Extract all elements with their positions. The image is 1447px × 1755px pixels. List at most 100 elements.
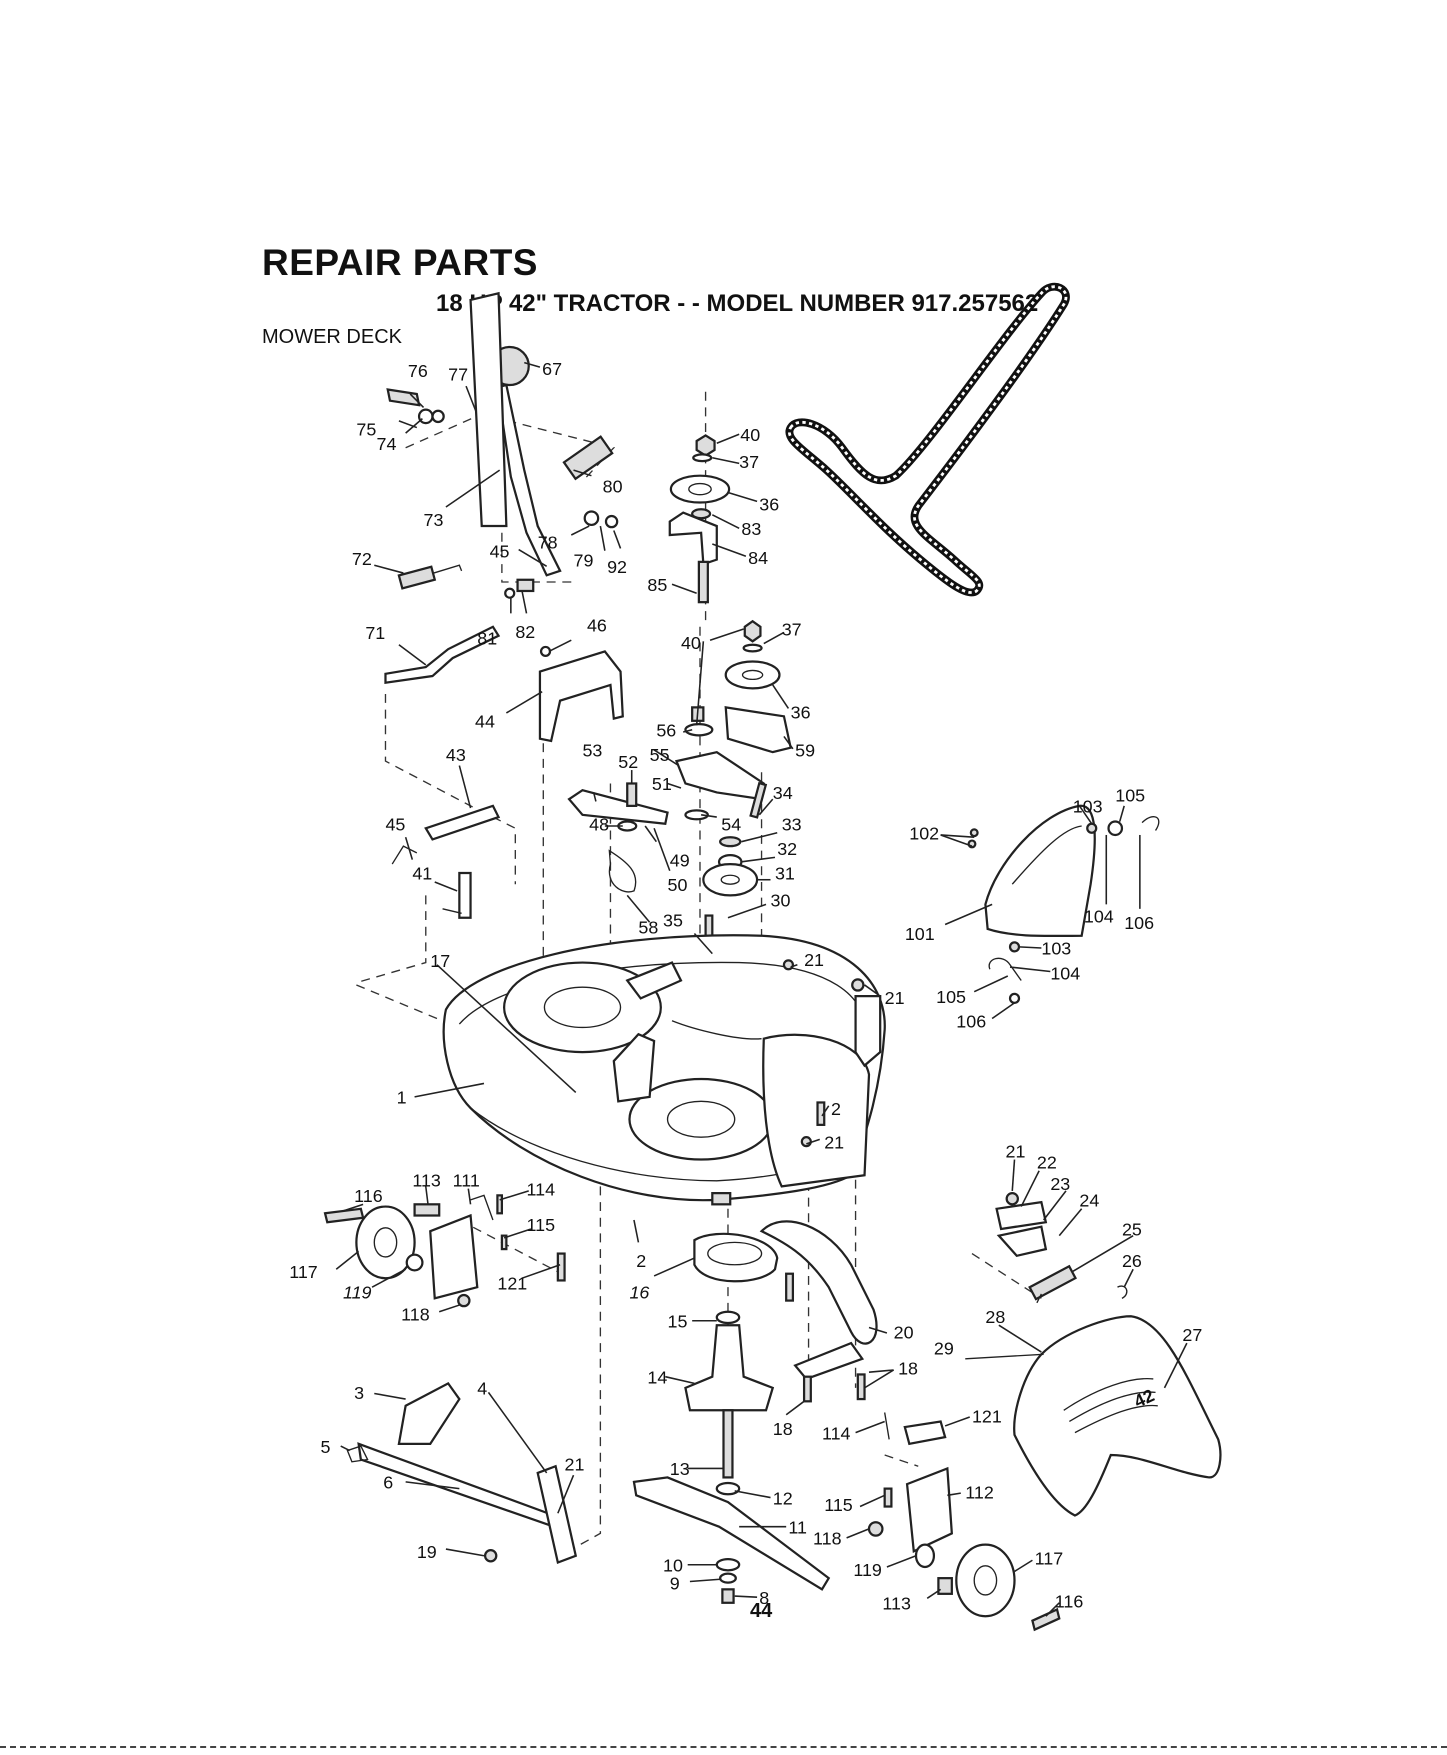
callout-3: 3 [354, 1383, 364, 1403]
idler-arm-assembly [567, 750, 768, 893]
callout-119-right: 119 [853, 1560, 882, 1580]
callout-1: 1 [397, 1088, 407, 1108]
lift-links [391, 804, 501, 919]
callout-114-left: 114 [527, 1179, 556, 1199]
model-subtitle: 18 HP 42" TRACTOR - - MODEL NUMBER 917.2… [436, 290, 1039, 317]
wheel-bracket-left [429, 1213, 479, 1300]
callout-21-d: 21 [565, 1455, 585, 1475]
callout-121-right: 121 [972, 1407, 1002, 1427]
callout-22: 22 [1037, 1153, 1057, 1173]
lift-handle-assembly [386, 291, 619, 577]
callout-12: 12 [773, 1488, 793, 1508]
spindle-shaft-13 [722, 1409, 734, 1479]
idler-pulley-36b [724, 660, 781, 690]
callout-76: 76 [408, 361, 428, 381]
callout-72: 72 [352, 549, 372, 569]
mower-blade-11 [632, 1476, 831, 1591]
callout-75: 75 [356, 419, 376, 439]
pulley-bracket-59 [724, 706, 792, 754]
idler-arm-55 [674, 750, 766, 801]
callout-79: 79 [574, 550, 594, 570]
callout-43: 43 [446, 745, 466, 765]
callout-40-mid: 40 [681, 633, 701, 653]
chute-101 [984, 804, 1096, 938]
shield-27 [1013, 1315, 1222, 1517]
callout-35: 35 [663, 911, 683, 931]
callout-21-a: 21 [804, 950, 824, 970]
lift-bolt [386, 388, 421, 407]
callout-49: 49 [670, 850, 690, 870]
callout-28: 28 [985, 1307, 1005, 1327]
callout-8: 8 [759, 1588, 769, 1608]
nut-40 [695, 434, 716, 457]
callout-116-right: 116 [1055, 1591, 1084, 1611]
callout-121-left: 121 [497, 1273, 527, 1293]
callout-104-top: 104 [1084, 906, 1114, 926]
callout-21-c: 21 [824, 1132, 844, 1152]
callout-74: 74 [377, 434, 397, 454]
callout-41: 41 [412, 864, 432, 884]
callout-27: 27 [1182, 1325, 1202, 1345]
callout-2-right: 2 [831, 1099, 841, 1119]
callout-101: 101 [905, 924, 935, 944]
callout-114-right: 114 [822, 1423, 851, 1443]
callout-117-left: 117 [289, 1262, 318, 1282]
spring-and-rod [384, 564, 535, 685]
callout-37-top: 37 [739, 452, 759, 472]
callout-14: 14 [647, 1367, 667, 1387]
gauge-wheel-left [323, 1194, 566, 1308]
callout-118-right: 118 [813, 1529, 842, 1549]
callout-45-top: 45 [490, 541, 510, 561]
callout-119-left: 119 [343, 1282, 372, 1302]
callout-34: 34 [773, 783, 793, 803]
blade-pulley-31 [702, 862, 759, 897]
callout-55: 55 [650, 745, 670, 765]
callout-113-left: 113 [412, 1170, 441, 1190]
callout-31: 31 [775, 864, 795, 884]
idler-link-53 [567, 788, 669, 825]
deck-spindle-left [503, 961, 662, 1054]
callout-73: 73 [424, 510, 444, 530]
callout-19: 19 [417, 1542, 437, 1562]
callout-106-top: 106 [1124, 913, 1154, 933]
callout-85: 85 [647, 575, 667, 595]
callout-54: 54 [721, 814, 741, 834]
callout-23: 23 [1050, 1174, 1070, 1194]
deflector-bracket [538, 645, 624, 743]
callout-56: 56 [656, 720, 676, 740]
callout-111: 111 [453, 1170, 480, 1190]
callout-80: 80 [603, 476, 623, 496]
callout-50: 50 [668, 875, 688, 895]
callout-115-left: 115 [527, 1215, 556, 1235]
idler-pulley-stack-upper [668, 434, 731, 604]
support-arm [759, 1220, 878, 1403]
callout-37-mid: 37 [782, 620, 802, 640]
callout-2-lower: 2 [636, 1251, 646, 1271]
callout-16: 16 [629, 1282, 649, 1302]
callout-117-right: 117 [1035, 1549, 1064, 1569]
spring-25 [1028, 1264, 1077, 1301]
callout-102: 102 [909, 823, 939, 843]
spring-58 [608, 849, 637, 893]
baffle-16 [693, 1232, 779, 1283]
callout-45-left: 45 [385, 814, 405, 834]
callout-58: 58 [638, 917, 658, 937]
callout-118-left: 118 [401, 1305, 430, 1325]
callout-78: 78 [538, 532, 558, 552]
discharge-shield: 42 [965, 1315, 1222, 1517]
idler-pulley-36 [669, 474, 731, 504]
deck-bracket [612, 1032, 656, 1103]
gauge-wheel-right [867, 1412, 1061, 1632]
callout-40-top: 40 [740, 425, 760, 445]
wheel-bracket-right [905, 1466, 953, 1553]
callout-83: 83 [741, 519, 761, 539]
callout-33: 33 [782, 814, 802, 834]
leader-lines [335, 361, 1188, 1617]
callout-5: 5 [321, 1437, 331, 1457]
callout-92: 92 [607, 557, 627, 577]
callout-18-lower: 18 [773, 1419, 793, 1439]
callout-10: 10 [663, 1555, 683, 1575]
callout-59: 59 [795, 741, 815, 761]
